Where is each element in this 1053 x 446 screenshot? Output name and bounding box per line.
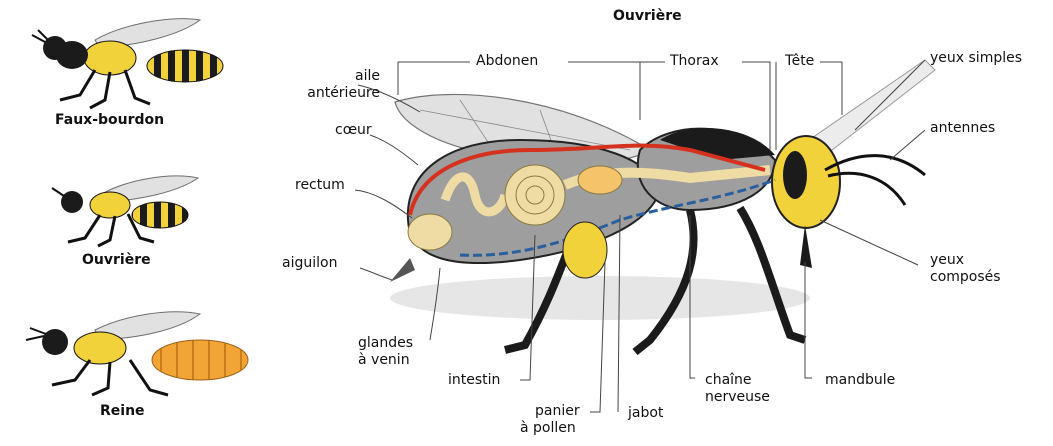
label-mandible: mandbule <box>825 372 895 389</box>
caste-label-worker: Ouvrière <box>82 252 151 268</box>
label-heart: cœur <box>335 122 372 139</box>
section-label-thorax: Thorax <box>670 53 719 70</box>
label-nerve-chain-line2: nerveuse <box>705 389 770 406</box>
caste-label-drone: Faux-bourdon <box>55 112 164 128</box>
section-label-abdomen: Abdonen <box>476 53 538 70</box>
section-label-head: Tête <box>785 53 814 70</box>
queen-bee-illustration <box>26 312 248 395</box>
label-compound-eyes-line2: composés <box>930 269 1001 286</box>
label-simple-eyes: yeux simples <box>930 50 1022 67</box>
label-intestine: intestin <box>448 372 500 389</box>
label-rectum: rectum <box>295 177 345 194</box>
label-pollen-basket-line2: à pollen <box>520 420 576 437</box>
label-nerve-chain-line1: chaîne <box>705 372 752 389</box>
worker-anatomy-illustration <box>390 60 935 352</box>
label-pollen-basket-line1: panier <box>535 403 580 420</box>
label-front-wing-line1: aile <box>320 68 380 85</box>
label-stinger: aiguilon <box>282 255 337 272</box>
label-venom-glands-line1: glandes <box>358 335 413 352</box>
label-venom-glands-line2: à venin <box>358 352 410 369</box>
caste-label-queen: Reine <box>100 403 145 419</box>
diagram-title: Ouvrière <box>613 8 682 24</box>
drone-bee-illustration <box>32 19 223 108</box>
label-front-wing-line2: antérieure <box>282 85 380 102</box>
worker-bee-illustration <box>52 176 198 246</box>
label-antennae: antennes <box>930 120 995 137</box>
label-crop: jabot <box>628 405 663 422</box>
label-compound-eyes-line1: yeux <box>930 252 964 269</box>
